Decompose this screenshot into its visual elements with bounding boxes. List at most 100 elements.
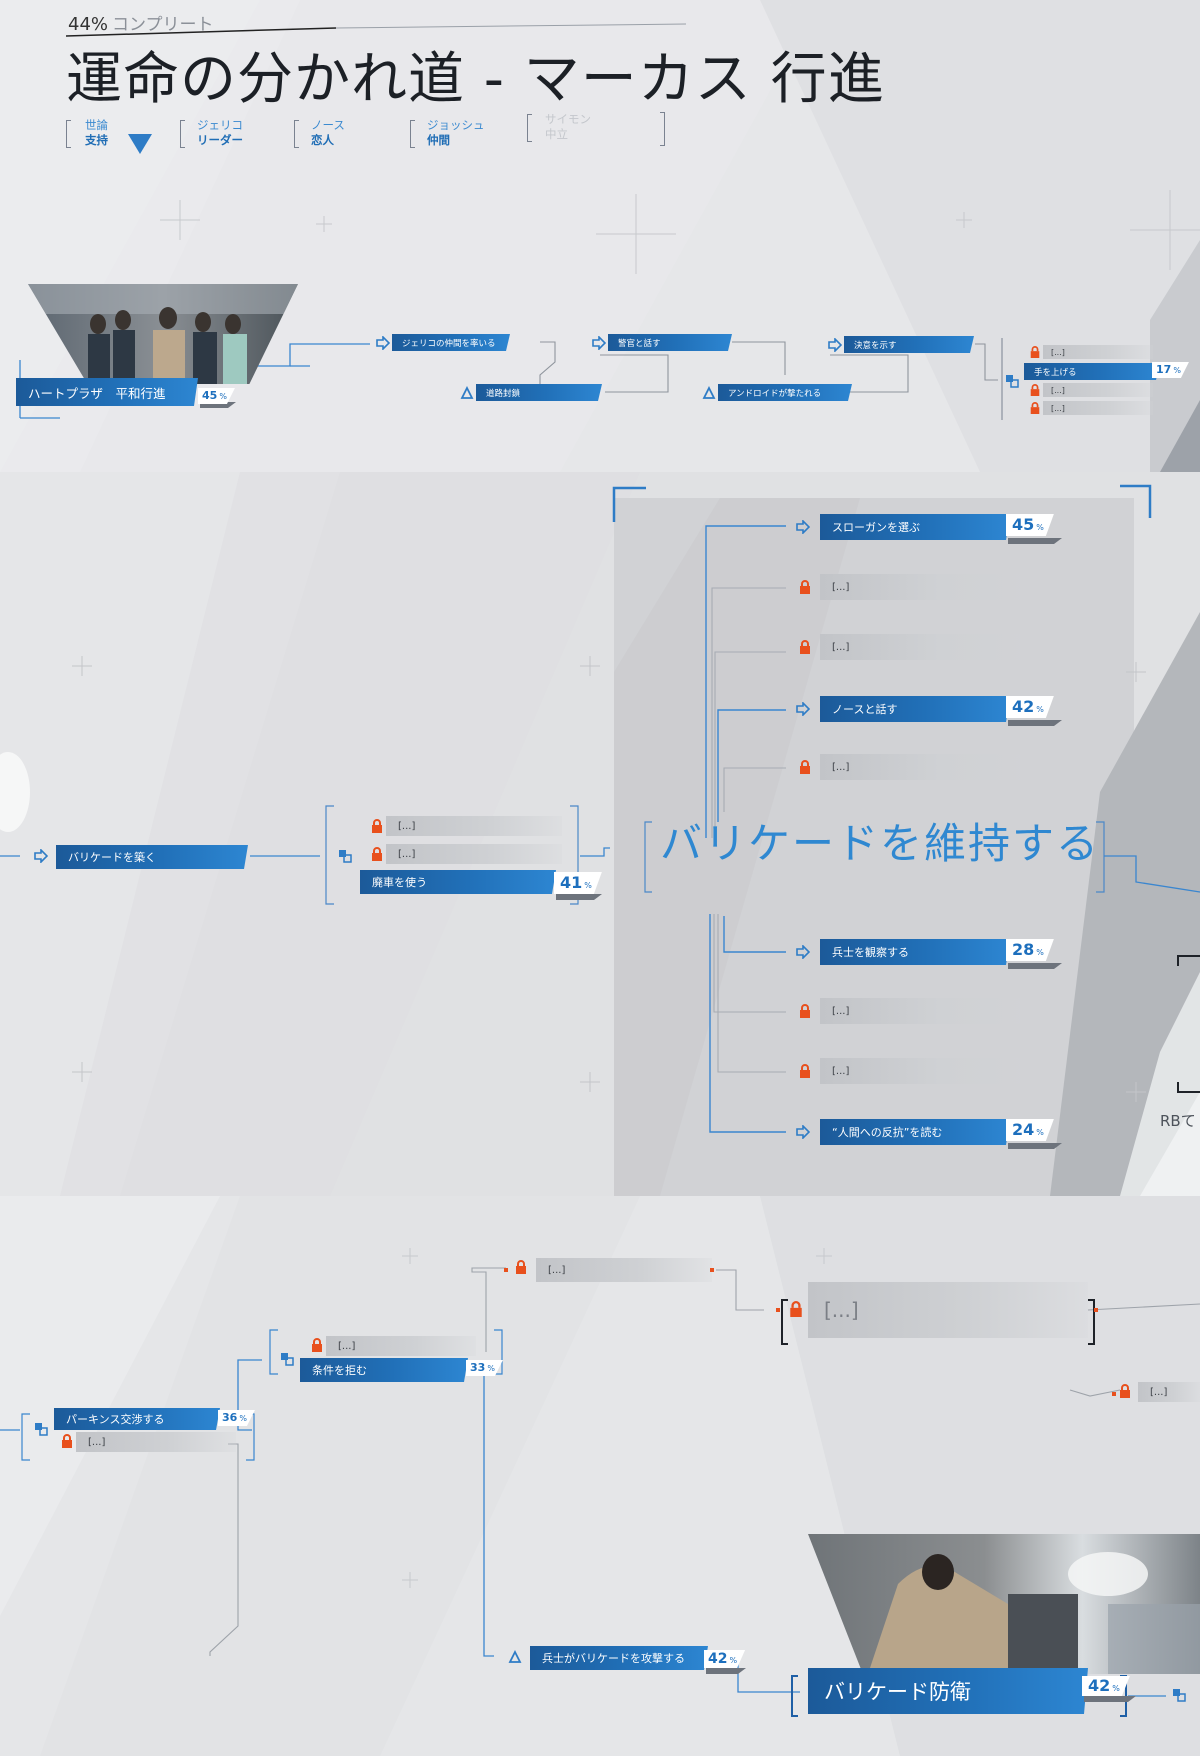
locked-choice: [...] (76, 1432, 236, 1452)
node-negotiate-perkins[interactable]: パーキンス交渉する (54, 1408, 220, 1430)
choice-group-icon (1006, 375, 1019, 388)
node-read-rebellion[interactable]: “人間への反抗”を読む (820, 1119, 1010, 1145)
lock-icon (800, 640, 810, 654)
locked-choice: [...] (820, 1058, 1020, 1084)
arrow-right-icon (828, 338, 842, 352)
scrap-cars-percent: 41% (554, 872, 602, 894)
objective-title-hold-barricade: バリケードを維持する (660, 819, 1101, 868)
lock-icon (372, 847, 382, 861)
triangle-icon (508, 1650, 522, 1663)
relationship-josh[interactable]: ジョッシュ 仲間 (427, 118, 485, 147)
relationship-bracket (66, 120, 71, 148)
completion-label: コンプリート (112, 15, 214, 35)
locked-choice: [...] (326, 1336, 476, 1356)
lock-icon (312, 1338, 322, 1352)
relationship-simon[interactable]: サイモン 中立 (545, 112, 591, 141)
node-refuse-terms[interactable]: 条件を拒む (300, 1358, 468, 1382)
locked-choice: [...] (820, 754, 1020, 780)
title-underline (66, 23, 687, 37)
triangle-icon (460, 386, 474, 399)
lock-icon (800, 760, 810, 774)
node-android-shot[interactable]: アンドロイドが撃たれる (718, 384, 852, 401)
locked-choice: [...] (386, 816, 562, 836)
raise-hands-percent: 17% (1152, 362, 1189, 378)
locked-choice: [...] (536, 1258, 712, 1282)
locked-choice: [...] (386, 844, 562, 864)
relationship-bracket (180, 120, 185, 148)
arrow-right-icon (796, 702, 810, 716)
talk-north-percent: 42% (1006, 696, 1054, 718)
lock-connector-dot (504, 1268, 508, 1272)
percent-shadow (1008, 1143, 1062, 1149)
defense-percent: 42% (1082, 1676, 1130, 1696)
percent-shadow (1008, 963, 1062, 969)
percent-shadow (200, 402, 236, 408)
node-choose-slogan[interactable]: スローガンを選ぶ (820, 514, 1010, 540)
choice-group-icon (281, 1353, 294, 1366)
node-build-barricade[interactable]: バリケードを築く (56, 845, 248, 869)
locked-choice: [...] (820, 634, 1020, 660)
relationship-bracket (660, 112, 665, 146)
relationship-bracket (527, 114, 532, 142)
observe-soldiers-percent: 28% (1006, 939, 1054, 961)
relationship-public-opinion[interactable]: 世論 支持 (85, 118, 108, 147)
node-talk-police[interactable]: 警官と話す (608, 334, 732, 351)
lock-connector-dot (776, 1308, 780, 1312)
arrow-right-icon (796, 945, 810, 959)
node-road-block[interactable]: 道路封鎖 (476, 384, 602, 401)
ending-node-barricade-defense[interactable]: バリケード防衛 (808, 1668, 1088, 1714)
arrow-right-icon (796, 520, 810, 534)
relationship-bracket (410, 120, 415, 148)
lock-icon (1120, 1384, 1130, 1398)
locked-choice: [...] (820, 998, 1020, 1024)
refuse-terms-percent: 33% (466, 1360, 503, 1376)
choice-group-icon (339, 850, 352, 863)
relationship-north[interactable]: ノース 恋人 (311, 118, 345, 147)
perkins-percent: 36% (218, 1410, 255, 1426)
triangle-icon (702, 386, 716, 399)
arrow-right-icon (376, 336, 390, 350)
attack-percent: 42% (704, 1650, 745, 1668)
lock-icon (800, 1064, 810, 1078)
arrow-right-icon (34, 849, 48, 863)
locked-choice: [...] (1043, 345, 1153, 359)
choice-group-icon (35, 1423, 48, 1436)
lock-connector-dot (1112, 1392, 1116, 1396)
percent-shadow (706, 1668, 746, 1674)
node-raise-hands[interactable]: 手を上げる (1024, 363, 1160, 380)
percent-shadow (556, 894, 602, 900)
relationship-jericho[interactable]: ジェリコ リーダー (197, 118, 243, 147)
triangle-down-icon (128, 134, 152, 154)
completion-percent: 44% (68, 14, 109, 35)
lock-icon (800, 580, 810, 594)
lock-icon (62, 1434, 72, 1448)
relationship-bracket (294, 120, 299, 148)
arrow-right-icon (592, 336, 606, 350)
percent-shadow (1008, 720, 1062, 726)
ending-thumbnail (808, 1534, 1200, 1674)
locked-choice: [...] (1138, 1382, 1200, 1402)
node-observe-soldiers[interactable]: 兵士を観察する (820, 939, 1010, 965)
lock-icon (800, 1004, 810, 1018)
node-talk-north[interactable]: ノースと話す (820, 696, 1010, 722)
lock-icon (790, 1301, 802, 1317)
flowchart-panel-middle: バリケードを築く [...] [...] 廃車を使う 41% バリケードを維持す… (0, 472, 1200, 1196)
locked-choice: [...] (820, 574, 1020, 600)
choice-group-icon (1173, 1689, 1186, 1702)
start-node-heart-plaza[interactable]: ハートプラザ 平和行進 (16, 378, 198, 406)
slogan-percent: 45% (1006, 514, 1054, 536)
lock-icon (1030, 402, 1040, 414)
read-rebellion-percent: 24% (1006, 1119, 1054, 1141)
node-soldiers-attack[interactable]: 兵士がバリケードを攻撃する (530, 1646, 708, 1670)
lock-connector-dot (710, 1268, 714, 1272)
locked-choice: [...] (1043, 383, 1153, 397)
locked-choice: [...] (1043, 401, 1153, 415)
lock-connector-dot (1094, 1308, 1098, 1312)
node-lead-jericho[interactable]: ジェリコの仲間を率いる (392, 334, 510, 351)
start-node-percent: 45% (198, 388, 235, 404)
percent-shadow (1084, 1696, 1136, 1702)
node-use-scrap-cars[interactable]: 廃車を使う (360, 870, 556, 894)
node-show-resolve[interactable]: 決意を示す (844, 336, 974, 353)
page-title: 運命の分かれ道 - マーカス 行進 (66, 47, 885, 112)
lock-icon (516, 1260, 526, 1274)
